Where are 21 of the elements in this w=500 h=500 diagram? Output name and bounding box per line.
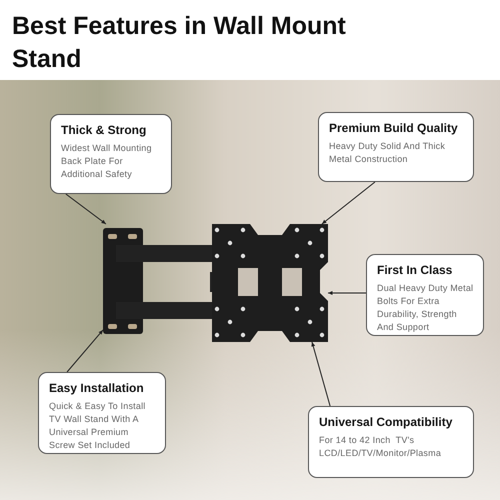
- callout-card: [50, 114, 172, 194]
- feature-heading: Premium Build Quality: [329, 120, 459, 136]
- leader-line: [321, 182, 376, 224]
- page-title: Best Features in Wall Mount Stand: [12, 11, 347, 75]
- callout-card: [318, 112, 474, 182]
- leader-line: [311, 342, 331, 406]
- feature-description: Widest Wall Mounting Back Plate For Additional Safety: [61, 142, 153, 181]
- feature-description: For 14 to 42 Inch TV's LCD/LED/TV/Monitor/Plasma: [319, 434, 442, 460]
- feature-heading: First In Class: [377, 262, 454, 278]
- leader-line: [65, 194, 106, 224]
- callout-card: [38, 372, 166, 454]
- feature-heading: Easy Installation: [49, 380, 145, 396]
- callout-card: [308, 406, 474, 478]
- feature-description: Heavy Duty Solid And Thick Metal Construction: [329, 140, 446, 166]
- feature-description: Dual Heavy Duty Metal Bolts For Extra Durability, Strength And Support: [377, 282, 474, 334]
- leader-line: [328, 291, 366, 296]
- callout-card: [366, 254, 484, 336]
- leader-line: [66, 329, 104, 372]
- feature-heading: Universal Compatibility: [319, 414, 454, 430]
- feature-description: Quick & Easy To Install TV Wall Stand With A Universal Premium Screw Set Included: [49, 400, 146, 452]
- feature-heading: Thick & Strong: [61, 122, 148, 138]
